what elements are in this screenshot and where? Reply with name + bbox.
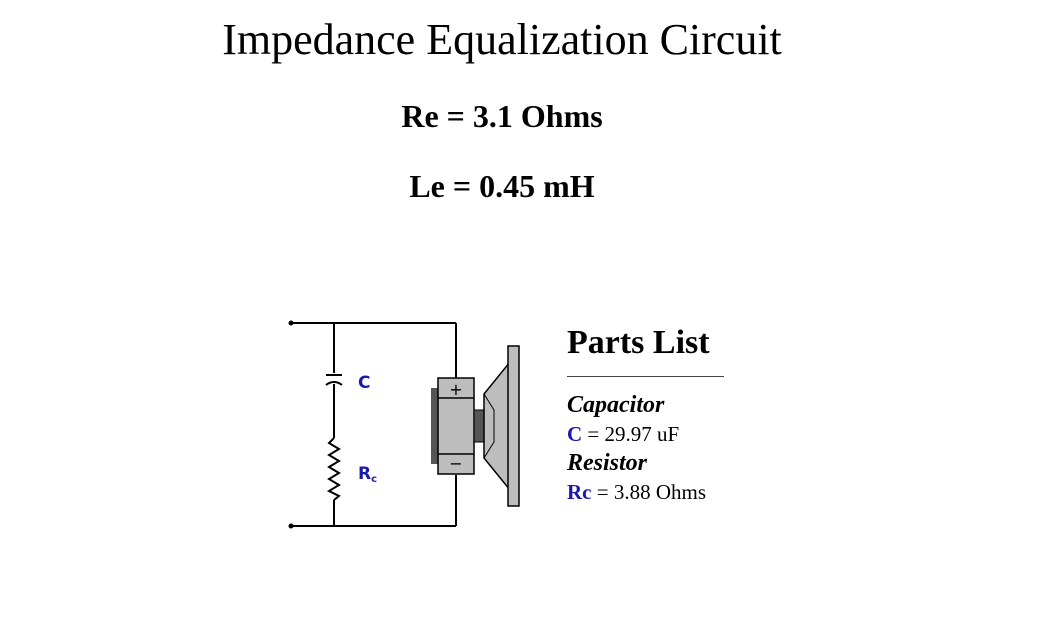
resistor-symbol xyxy=(326,437,341,501)
speaker-icon: + − xyxy=(431,345,520,507)
capacitor-symbol xyxy=(325,374,343,386)
minus-terminal-sign: − xyxy=(449,454,462,473)
capacitor-label: C xyxy=(358,373,370,393)
parts-list-title: Parts List xyxy=(567,322,724,377)
speaker-voice-coil xyxy=(473,409,485,443)
resistor-part-amount: = 3.88 Ohms xyxy=(591,480,707,504)
resistor-part-symbol: Rc xyxy=(567,480,592,504)
page-title: Impedance Equalization Circuit xyxy=(222,15,782,64)
resistor-label: Rc xyxy=(358,464,377,485)
resistor-part-type: Resistor xyxy=(567,450,648,476)
plus-terminal-sign: + xyxy=(449,380,462,399)
re-parameter: Re = 3.1 Ohms xyxy=(401,98,603,134)
le-parameter: Le = 0.45 mH xyxy=(409,168,595,204)
resistor-label-main: R xyxy=(358,464,371,484)
speaker-frame xyxy=(507,345,520,507)
speaker-magnet xyxy=(437,377,475,475)
speaker-cone xyxy=(483,359,511,493)
resistor-label-sub: c xyxy=(371,474,377,485)
speaker-back-plate xyxy=(431,388,439,464)
capacitor-part-value: C = 29.97 uF xyxy=(567,419,767,449)
capacitor-part-symbol: C xyxy=(567,422,583,446)
circuit-diagram: C Rc + − xyxy=(288,320,520,529)
capacitor-part-amount: = 29.97 uF xyxy=(582,422,680,446)
resistor-part-value: Rc = 3.88 Ohms xyxy=(567,477,767,507)
parts-list: Parts List Capacitor C = 29.97 uF Resist… xyxy=(567,322,767,507)
circuit-wires xyxy=(291,322,457,527)
capacitor-part-type: Capacitor xyxy=(567,392,665,418)
